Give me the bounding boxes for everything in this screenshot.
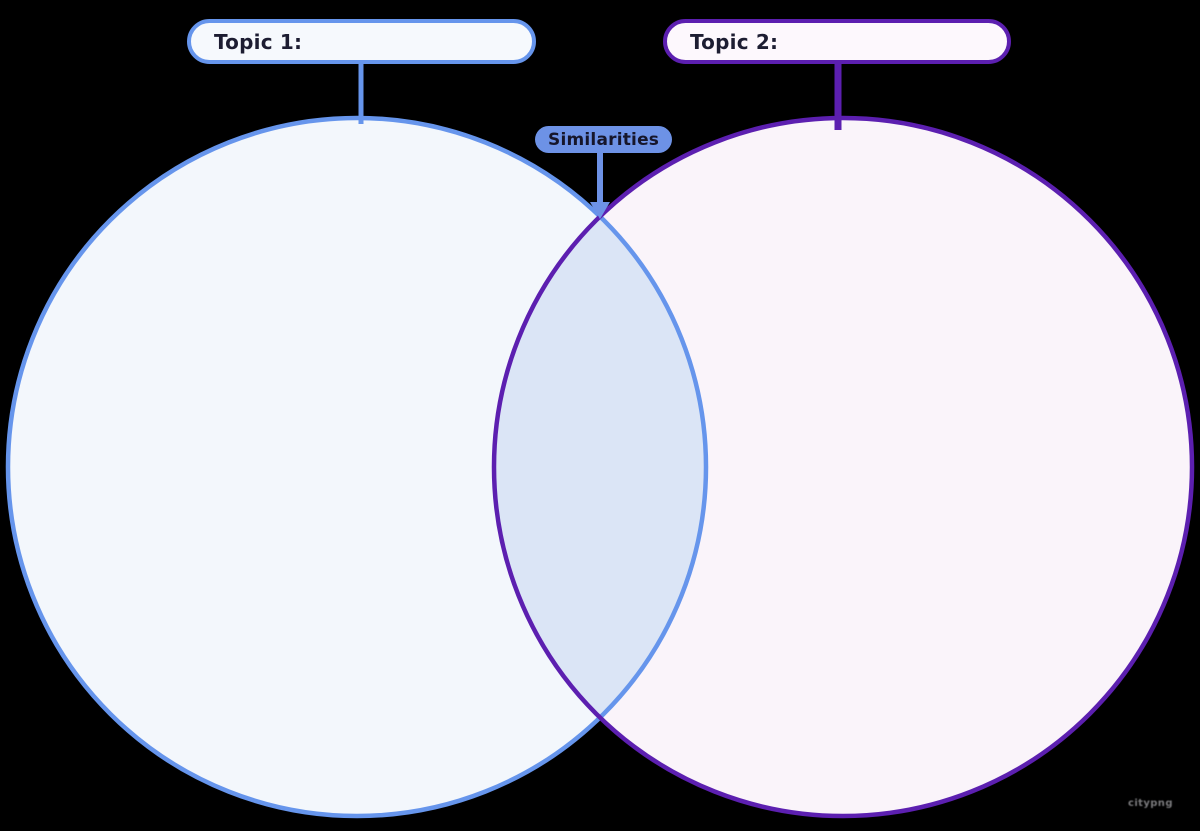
similarities-overlap-region[interactable] [494, 216, 706, 718]
topic1-label: Topic 1: [214, 29, 303, 54]
topic2-label: Topic 2: [690, 29, 779, 54]
topic1-circle-region[interactable] [8, 118, 706, 816]
topic2-circle-region[interactable] [494, 118, 1192, 816]
topic2-field[interactable]: Topic 2: [663, 19, 1011, 64]
topic2-circle-outline [491, 115, 1195, 819]
topic1-field[interactable]: Topic 1: [187, 19, 536, 64]
similarities-callout: Similarities [535, 126, 673, 153]
watermark-logo: citypng [1128, 798, 1173, 809]
topic1-circle-outline [5, 115, 709, 819]
similarities-arrow-down-icon [590, 202, 610, 219]
similarities-label: Similarities [548, 129, 660, 150]
